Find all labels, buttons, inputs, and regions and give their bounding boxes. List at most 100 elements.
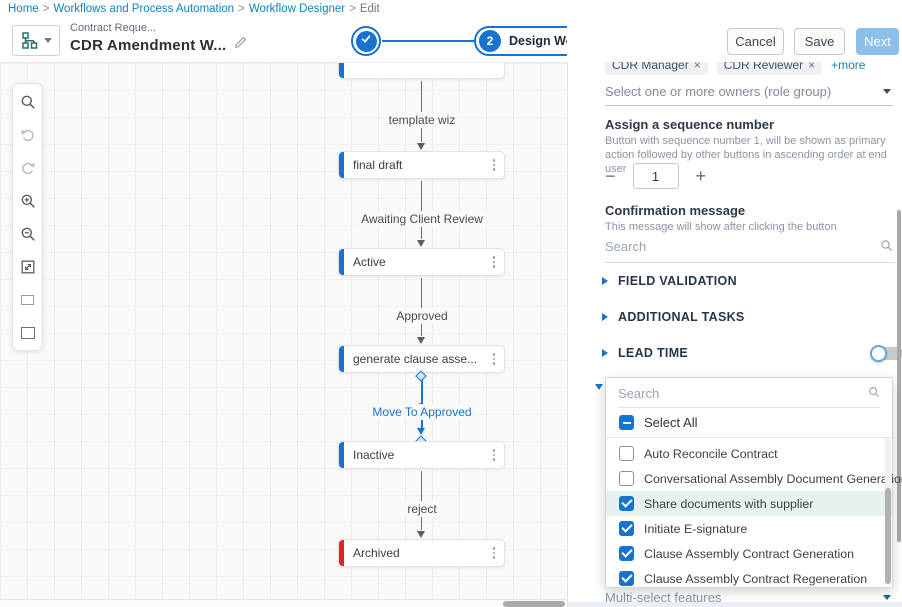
option-checkbox[interactable]: [619, 521, 634, 536]
lead-time-toggle[interactable]: [870, 344, 902, 362]
option-checkbox[interactable]: [619, 546, 634, 561]
dropdown-option[interactable]: Share documents with supplier: [606, 491, 892, 516]
breadcrumb-workflows-link[interactable]: Workflows and Process Automation: [53, 3, 235, 15]
search-icon[interactable]: [19, 93, 36, 110]
owner-chips: CDR Manager × CDR Reviewer × +more: [605, 62, 865, 75]
scrollbar-thumb[interactable]: [503, 601, 565, 607]
breadcrumb-designer-link[interactable]: Workflow Designer: [248, 3, 346, 15]
step-2-current[interactable]: 2 Design Work: [474, 26, 567, 56]
select-all-checkbox[interactable]: [619, 415, 634, 430]
sequence-number-input[interactable]: [632, 163, 679, 189]
workflow-node[interactable]: Active: [338, 248, 505, 276]
workflow-node[interactable]: generate clause asse...: [338, 345, 505, 373]
select-all-row[interactable]: Select All: [606, 408, 892, 438]
edge-label[interactable]: Awaiting Client Review: [356, 210, 488, 227]
canvas-toolbar: [12, 83, 43, 351]
dropdown-option[interactable]: Initiate E-signature: [606, 516, 892, 541]
chevron-down-icon[interactable]: [595, 384, 603, 390]
node-menu-icon[interactable]: [484, 445, 504, 465]
node-menu-icon[interactable]: [484, 155, 504, 175]
section-lead-time[interactable]: LEAD TIME: [602, 344, 902, 362]
frame-small-icon[interactable]: [19, 291, 36, 308]
redo-icon[interactable]: [19, 159, 36, 176]
fit-to-screen-icon[interactable]: [19, 258, 36, 275]
option-label: Clause Assembly Contract Regeneration: [644, 571, 868, 586]
option-label: Clause Assembly Contract Generation: [644, 546, 855, 561]
dropdown-option[interactable]: Conversational Assembly Document Generat…: [606, 466, 902, 491]
option-checkbox[interactable]: [619, 446, 634, 461]
canvas-horizontal-scrollbar[interactable]: [0, 599, 567, 607]
zoom-out-icon[interactable]: [19, 225, 36, 242]
next-button[interactable]: Next: [856, 28, 899, 55]
dropdown-search-input[interactable]: [618, 386, 858, 401]
node-accent: [339, 63, 344, 78]
owner-chip[interactable]: CDR Manager ×: [605, 62, 708, 75]
node-accent: [339, 540, 344, 566]
edge-line: [421, 181, 422, 239]
dropdown-option-list: Auto Reconcile Contract Conversational A…: [606, 438, 902, 591]
search-icon: [869, 387, 879, 397]
breadcrumb-home-link[interactable]: Home: [8, 3, 39, 15]
workflow-edge: reject: [338, 471, 505, 539]
node-menu-icon[interactable]: [484, 349, 504, 369]
option-label: Initiate E-signature: [644, 521, 748, 536]
edge-arrow-icon: [417, 337, 425, 344]
decrement-icon[interactable]: −: [605, 166, 616, 186]
edge-label[interactable]: Move To Approved: [367, 403, 477, 420]
node-accent: [339, 346, 344, 372]
option-checkbox[interactable]: [619, 471, 634, 486]
scrollbar-thumb[interactable]: [885, 488, 891, 584]
workflow-edge: Awaiting Client Review: [338, 181, 505, 248]
option-label: Conversational Assembly Document Generat…: [644, 471, 902, 486]
dropdown-option[interactable]: Clause Assembly Contract Generation: [606, 541, 892, 566]
frame-large-icon[interactable]: [19, 324, 36, 341]
multiselect-features-field[interactable]: Multi-select features: [605, 590, 893, 607]
undo-icon[interactable]: [19, 126, 36, 143]
panel-vertical-scrollbar[interactable]: [897, 210, 901, 542]
edge-label[interactable]: reject: [402, 501, 442, 518]
cancel-button[interactable]: Cancel: [727, 28, 784, 55]
node-menu-icon[interactable]: [484, 543, 504, 563]
workflow-edge: Approved: [338, 278, 505, 345]
workflow-node-partial[interactable]: [338, 63, 505, 79]
confirmation-search-input[interactable]: [605, 239, 870, 254]
breadcrumb-separator: >: [349, 3, 356, 15]
edge-label[interactable]: Approved: [391, 307, 453, 324]
option-checkbox[interactable]: [619, 496, 634, 511]
more-owners-link[interactable]: +more: [831, 62, 866, 72]
chevron-down-icon: [883, 89, 891, 94]
workflow-node[interactable]: final draft: [338, 151, 505, 179]
step-1-complete[interactable]: [351, 26, 381, 56]
panel-horizontal-scrollbar[interactable]: [568, 602, 902, 607]
section-additional-tasks[interactable]: ADDITIONAL TASKS: [602, 310, 745, 324]
check-icon: [360, 32, 372, 50]
node-menu-icon[interactable]: [484, 252, 504, 272]
workflow-node[interactable]: Archived: [338, 539, 505, 567]
node-label: generate clause asse...: [353, 352, 478, 366]
increment-icon[interactable]: +: [695, 166, 707, 186]
workflow-node[interactable]: Inactive: [338, 441, 505, 469]
save-button[interactable]: Save: [794, 28, 845, 55]
edit-title-icon[interactable]: [233, 35, 248, 55]
node-label: final draft: [353, 158, 403, 172]
chip-remove-icon[interactable]: ×: [808, 62, 816, 72]
header: Home>Workflows and Process Automation>Wo…: [0, 0, 902, 62]
confirmation-message-help: This message will show after clicking th…: [605, 221, 837, 233]
node-accent: [339, 152, 344, 178]
dropdown-option[interactable]: Auto Reconcile Contract: [606, 441, 892, 466]
dropdown-option[interactable]: Clause Assembly Contract Regeneration: [606, 566, 892, 591]
section-field-validation[interactable]: FIELD VALIDATION: [602, 274, 737, 288]
zoom-in-icon[interactable]: [19, 192, 36, 209]
workflow-canvas[interactable]: template wiz final draft Awaiting Client…: [0, 62, 567, 607]
chip-remove-icon[interactable]: ×: [693, 62, 701, 72]
owners-select[interactable]: Select one or more owners (role group): [605, 84, 893, 106]
chip-label: CDR Reviewer: [723, 62, 804, 72]
edge-label[interactable]: template wiz: [383, 112, 461, 129]
dropdown-scrollbar[interactable]: [885, 438, 891, 585]
node-accent: [339, 442, 344, 468]
option-checkbox[interactable]: [619, 571, 634, 586]
step-2-label: Design Work: [509, 34, 567, 48]
workflow-type-button[interactable]: [12, 25, 60, 56]
section-label: LEAD TIME: [618, 346, 689, 360]
owner-chip[interactable]: CDR Reviewer ×: [716, 62, 823, 75]
